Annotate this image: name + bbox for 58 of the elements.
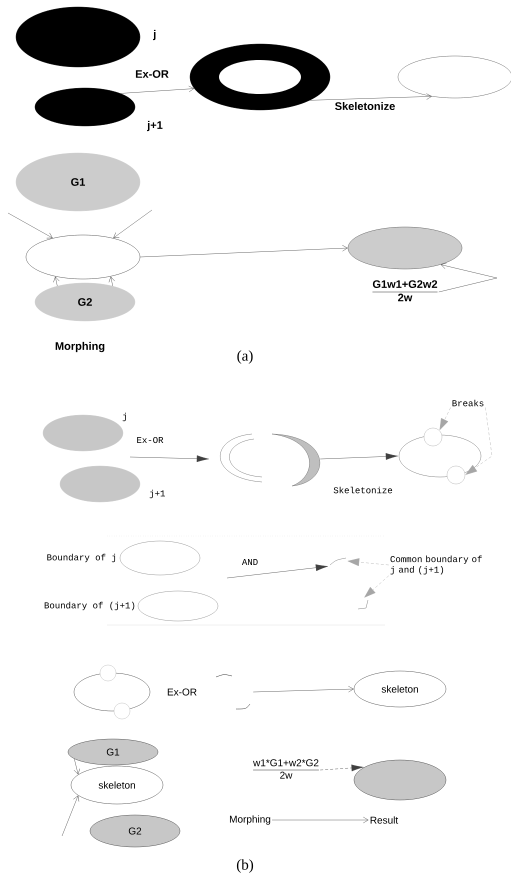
figure-caption: (b) — [236, 859, 254, 873]
edge-label: AND — [240, 558, 260, 566]
arrow — [113, 210, 152, 238]
process-label: Result — [370, 816, 398, 824]
arrow — [310, 93, 432, 100]
arc-drawing — [220, 434, 320, 486]
ellipse-shape — [42, 414, 124, 452]
operation-label: Ex-OR — [168, 688, 197, 696]
ellipse-shape — [354, 760, 446, 800]
fraction-label: G1w1+G2w2 2w — [372, 280, 438, 302]
arrow — [272, 816, 368, 824]
break-circle — [446, 466, 466, 484]
arrow — [108, 276, 115, 286]
arrow — [438, 262, 498, 292]
arrow — [348, 558, 389, 566]
arrow — [320, 764, 364, 772]
ellipse-shape — [60, 466, 140, 502]
arc-drawing — [330, 558, 346, 566]
arc-drawing — [358, 600, 368, 610]
callout-label: Breaks — [452, 400, 484, 406]
arrow — [320, 453, 398, 460]
break-circle — [424, 428, 442, 446]
arrow — [53, 276, 60, 286]
arrow — [364, 575, 389, 598]
arrow — [466, 407, 492, 475]
arrow — [226, 564, 328, 578]
ellipse-shape — [348, 226, 462, 270]
ellipse-shape — [120, 540, 200, 576]
node-label: j+1 — [150, 490, 165, 498]
node-label: j+1 — [147, 120, 162, 132]
ellipse-shape — [26, 234, 140, 280]
node-label: Boundary of (j+1) — [44, 602, 134, 610]
ellipse-shape — [138, 590, 218, 622]
process-label: Morphing — [56, 342, 104, 352]
ring-drawing — [190, 44, 330, 110]
arrow — [120, 86, 194, 94]
callout-label: Common boundary of j and (j+1) — [390, 556, 482, 574]
ellipse-shape — [34, 88, 136, 126]
process-label: Morphing — [230, 815, 270, 825]
ellipse-shape — [16, 6, 140, 68]
arrow — [440, 407, 451, 430]
arc-drawing — [216, 674, 250, 710]
arrow — [253, 686, 354, 692]
edge-label: Ex-OR — [136, 436, 164, 444]
node-label: j — [122, 412, 126, 422]
arrow — [74, 758, 80, 774]
arrow — [8, 212, 53, 238]
edge-label: Skeletonize — [334, 100, 396, 112]
fraction-label: w1*G1+w2*G2 2w — [252, 759, 320, 779]
node-label: Boundary of j — [47, 554, 116, 562]
ellipse-shape — [74, 664, 150, 720]
figure-caption: (a) — [237, 350, 253, 364]
edge-label: Skeletonize — [332, 486, 394, 494]
arrow — [140, 245, 348, 258]
edge-label: Ex-OR — [134, 69, 170, 79]
arrow — [62, 796, 80, 836]
arrow — [130, 455, 209, 462]
node-label: j — [153, 30, 156, 40]
